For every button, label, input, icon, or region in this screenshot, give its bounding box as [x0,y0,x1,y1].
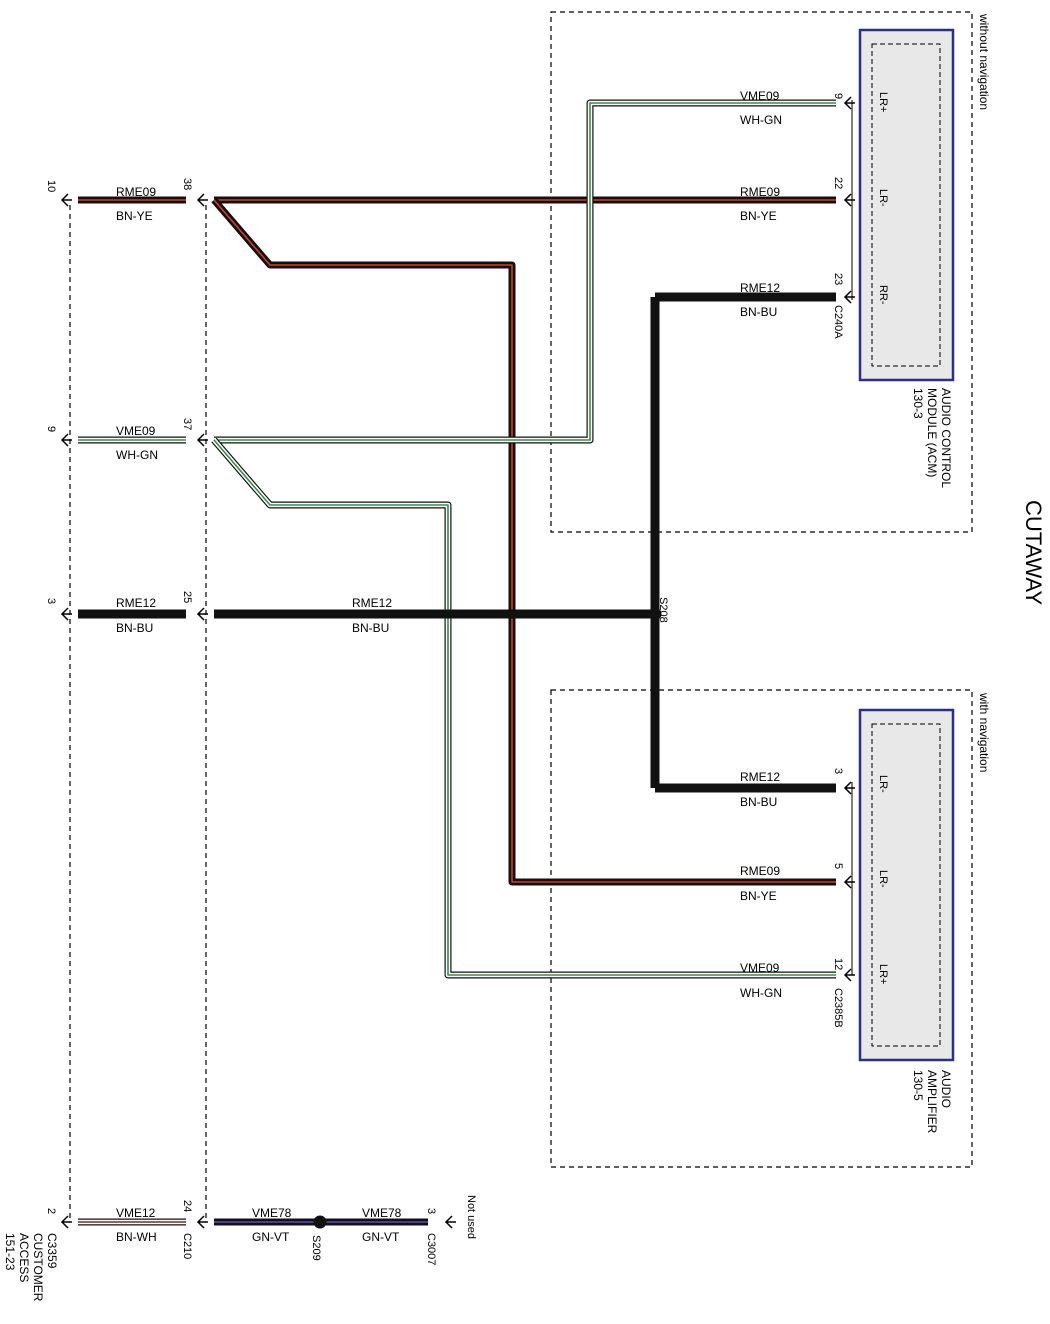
acm-name-line2: MODULE (ACM) [925,388,939,477]
acm-connector-name: C240A [832,305,844,339]
left-rme09-circuit: RME09 [116,185,156,199]
acm-pin-23: 23 [832,273,844,285]
c3359-name: C3359 [45,1233,59,1269]
with-navigation-label: with navigation [977,692,991,772]
acm-pin-22-label: LR- [877,189,889,207]
vme78-b-color: GN-VT [362,1230,400,1244]
acm-pin-9-label: LR+ [877,92,889,113]
acm-pin-9: 9 [832,93,844,99]
left-rme12-circuit: RME12 [116,596,156,610]
amp-ref: 130-5 [911,1070,925,1101]
terminal-arrows [60,96,855,1229]
amp-pin-5: 5 [832,863,844,869]
terminal-arrow-7 [60,433,72,447]
terminal-arrow-1 [843,193,855,207]
diagram-title: CUTAWAY [1021,500,1046,605]
c3007-pin-3: 3 [425,1208,437,1214]
left-vme09-color: WH-GN [116,448,158,462]
vme78-a-color: GN-VT [252,1230,290,1244]
terminal-arrow-10 [196,193,208,207]
c3359-pin-3: 3 [45,598,57,604]
wire-vme09-acm [214,99,836,444]
acm-rme09-circuit: RME09 [740,185,780,199]
without-navigation-label: without navigation [977,13,991,110]
amp-connector-name: C2385B [832,988,844,1028]
amp-rme12-color: BN-BU [740,795,777,809]
acm-rme12-circuit: RME12 [740,281,780,295]
with-navigation-box [550,689,973,1168]
amp-module [858,708,955,1062]
acm-pin-22: 22 [832,177,844,189]
acm-name-line1: AUDIO CONTROL [939,388,953,488]
vme78-b-circuit: VME78 [362,1206,402,1220]
amp-pin-5-label: LR- [877,870,889,888]
acm-module [858,28,955,382]
terminal-arrow-13 [196,1215,208,1229]
amp-pin-3: 3 [832,768,844,774]
c210-name: C210 [181,1233,193,1259]
c210-pin-37: 37 [181,418,193,430]
terminal-arrow-6 [60,193,72,207]
acm-rme09-color: BN-YE [740,209,777,223]
wire-rme12 [214,292,836,793]
amp-name-line1: AUDIO [939,1070,953,1108]
amp-rme12-circuit: RME12 [740,770,780,784]
terminal-arrow-12 [196,607,208,621]
amp-pin-3-label: LR- [877,775,889,793]
amp-pin-12-label: LR+ [877,964,889,985]
terminal-arrow-3 [843,781,855,795]
amp-vme09-circuit: VME09 [740,961,780,975]
left-rme09-color: BN-YE [116,209,153,223]
c210-pin-24: 24 [181,1200,193,1212]
vme78-a-circuit: VME78 [252,1206,292,1220]
left-rme12-color: BN-BU [116,621,153,635]
acm-rme12-color: BN-BU [740,305,777,319]
c210-pin-25: 25 [181,591,193,603]
acm-vme09-circuit: VME09 [740,89,780,103]
splice-s208-label: S208 [657,597,669,623]
without-navigation-box [550,11,973,533]
wire-left-stubs [78,196,186,1226]
c210-pin-38: 38 [181,178,193,190]
amp-pin-12: 12 [832,958,844,970]
amp-name-line2: AMPLIFIER [925,1070,939,1134]
acm-vme09-color: WH-GN [740,113,782,127]
wire-rme09-amp [211,197,836,886]
c3359-desc2: ACCESS [17,1233,31,1282]
left-vme12-color: BN-WH [116,1230,157,1244]
terminal-arrow-8 [60,607,72,621]
mid-rme12-circuit: RME12 [352,596,392,610]
c3359-desc1: CUSTOMER [31,1233,45,1302]
amp-vme09-color: WH-GN [740,986,782,1000]
splice-s209-label: S209 [310,1235,322,1261]
amp-rme09-circuit: RME09 [740,864,780,878]
splice-s209 [313,1215,327,1229]
terminal-arrow-0 [843,96,855,110]
acm-ref: 130-3 [911,388,925,419]
amp-rme09-color: BN-YE [740,889,777,903]
terminal-arrow-5 [843,968,855,982]
terminal-arrow-11 [196,433,208,447]
c3007-name: C3007 [425,1233,437,1265]
c3359-ref: 151-23 [3,1233,17,1271]
acm-pin-23-label: RR- [877,285,889,305]
left-vme09-circuit: VME09 [116,424,156,438]
left-vme12-circuit: VME12 [116,1206,156,1220]
terminal-arrow-2 [843,290,855,304]
c3359-pin-9: 9 [45,426,57,432]
mid-rme12-color: BN-BU [352,621,389,635]
c3007-note: Not used [465,1195,477,1239]
wire-vme09-amp [211,437,836,979]
splice-s208 [648,607,662,621]
c3359-pin-10: 10 [45,180,57,192]
terminal-arrow-4 [843,875,855,889]
c3359-pin-2: 2 [45,1208,57,1214]
terminal-arrow-14 [444,1215,456,1229]
terminal-arrow-9 [60,1215,72,1229]
